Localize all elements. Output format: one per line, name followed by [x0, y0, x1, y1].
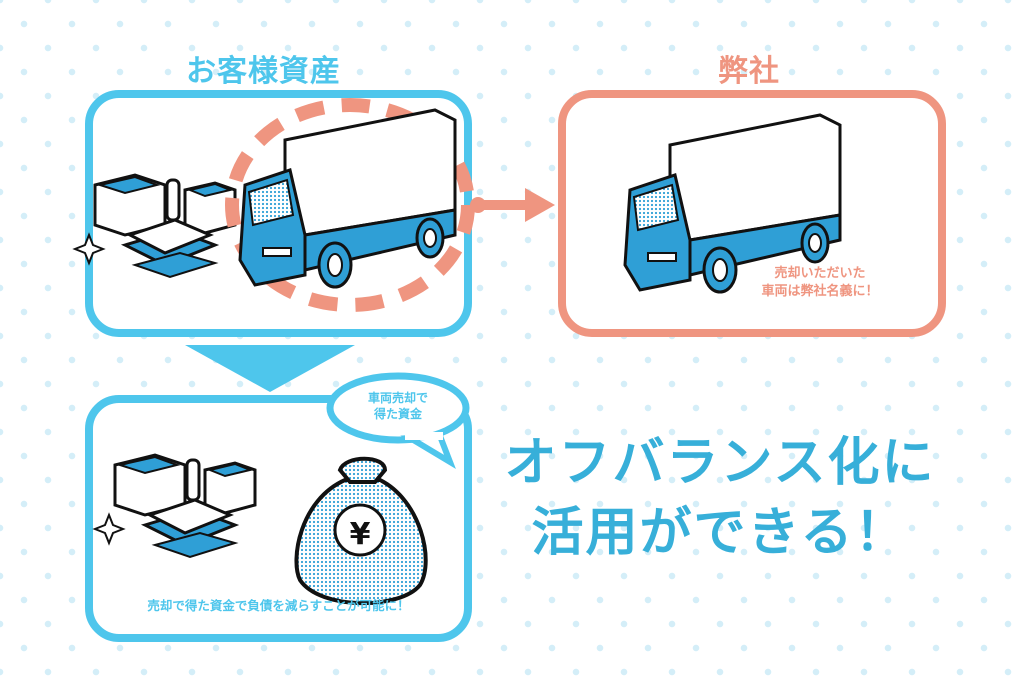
money-bag-icon: [294, 456, 428, 606]
bubble-line2: 得た資金: [373, 407, 422, 422]
company-caption: 売却いただいた 車両は弊社名義に！: [735, 265, 905, 300]
yen-symbol: ¥: [349, 517, 371, 552]
inventory-goods-icon: [93, 453, 257, 559]
highlight-dashed-circle: [225, 98, 475, 312]
arrow-head-icon: [525, 188, 555, 222]
bubble-line1: 車両売却で: [367, 391, 428, 405]
headline-line1: オフバランス化に: [504, 433, 936, 493]
company-caption-line1: 売却いただいた: [774, 266, 866, 281]
company-caption-line2: 車両は弊社名義に！: [761, 283, 879, 299]
speech-bubble: [326, 372, 470, 444]
bubble-text: 車両売却で 得た資金: [340, 390, 456, 422]
customer-assets-title: お客様資産: [186, 54, 341, 89]
result-caption: 売却で得た資金で負債を減らすことが可能に！: [147, 598, 410, 613]
headline-line2: 活用ができる！: [531, 503, 909, 563]
company-title: 弊社: [718, 54, 780, 89]
